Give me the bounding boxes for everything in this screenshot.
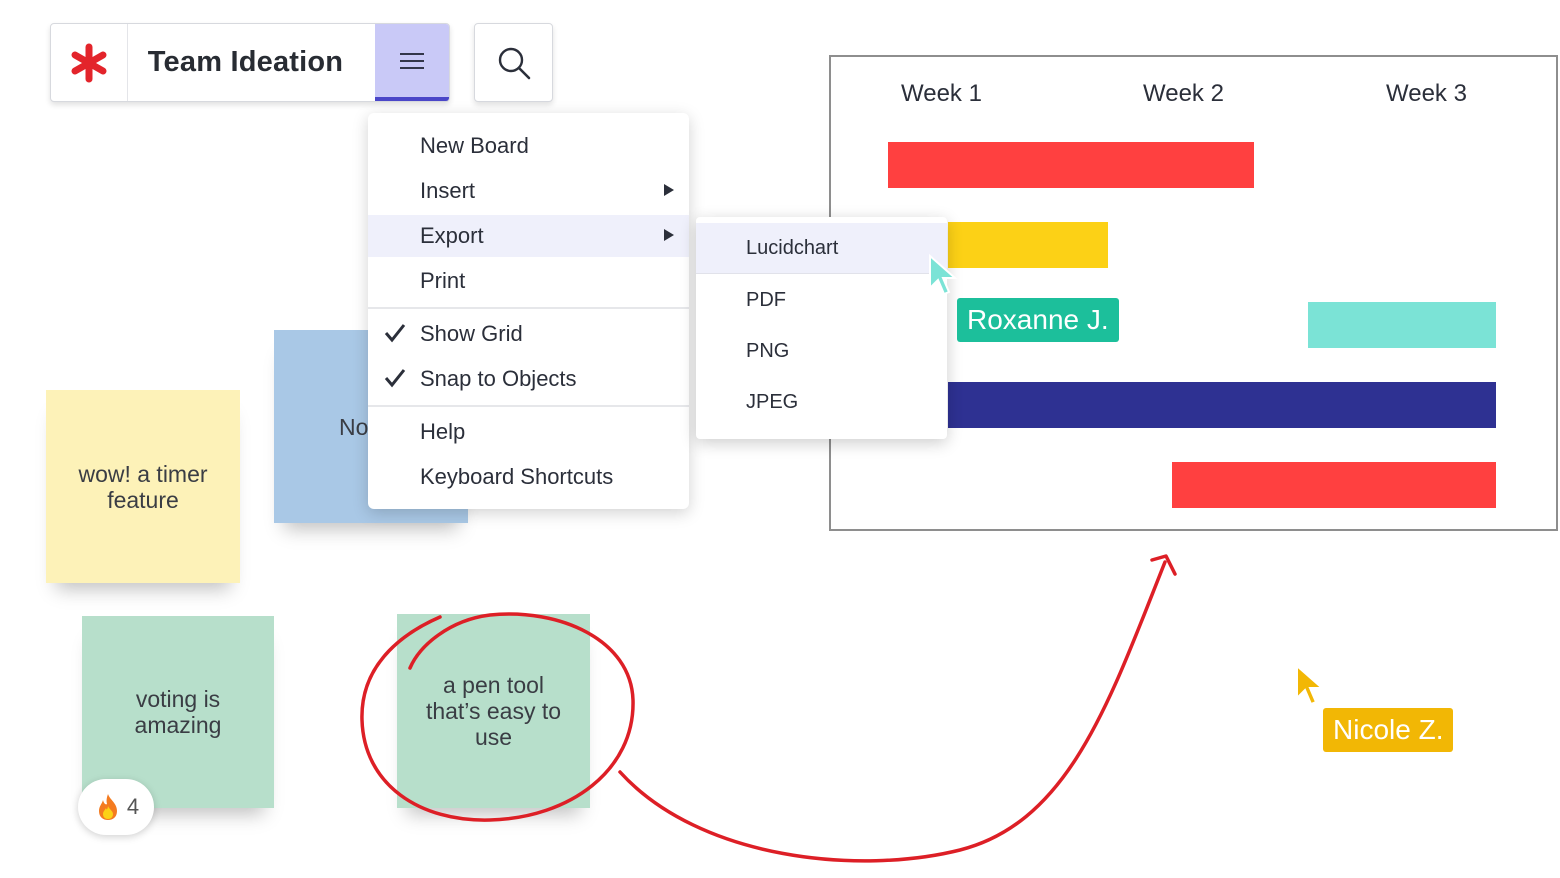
menu-item-label: Show Grid — [420, 321, 523, 346]
search-button[interactable] — [474, 23, 553, 102]
sticky-note-text: voting is amazing — [134, 686, 222, 738]
gantt-bar[interactable] — [1172, 462, 1496, 508]
submenu-arrow-icon — [664, 229, 674, 241]
gantt-bar[interactable] — [948, 222, 1108, 268]
submenu-item-jpeg[interactable]: JPEG — [696, 377, 947, 427]
reaction-badge[interactable]: 4 — [78, 779, 154, 835]
submenu-item-label: Lucidchart — [746, 236, 839, 259]
submenu-item-pdf[interactable]: PDF — [696, 275, 947, 325]
gantt-bar[interactable] — [1308, 302, 1496, 348]
app-logo[interactable] — [51, 24, 128, 101]
week-label: Week 1 — [901, 80, 982, 107]
menu-item-label: Print — [420, 268, 466, 293]
pen-circle — [360, 612, 635, 822]
week-label: Week 3 — [1386, 80, 1467, 107]
gantt-bar[interactable] — [888, 142, 1254, 188]
submenu-item-label: PDF — [746, 288, 786, 311]
checkmark-icon — [384, 324, 406, 343]
sticky-note[interactable]: wow! a timer feature — [46, 390, 240, 583]
search-icon — [498, 47, 530, 79]
menu-item-label: Insert — [420, 178, 476, 203]
sticky-note-text: No — [339, 413, 369, 440]
submenu-arrow-icon — [664, 184, 674, 196]
toolbar: Team Ideation — [50, 23, 450, 102]
cursor-icon — [1296, 663, 1325, 706]
menu-item-keyboard-shortcuts[interactable]: Keyboard Shortcuts — [368, 456, 689, 498]
pen-arrow — [618, 560, 1167, 863]
menu-item-label: Export — [420, 223, 484, 248]
gantt-bar[interactable] — [948, 382, 1496, 428]
fire-icon — [98, 794, 117, 820]
week-label: Week 2 — [1143, 80, 1224, 107]
sticky-note-text: wow! a timer feature — [78, 460, 208, 513]
submenu-item-png[interactable]: PNG — [696, 326, 947, 376]
reaction-count: 4 — [126, 794, 140, 819]
sticky-note[interactable]: a pen tool that’s easy to use — [397, 614, 590, 808]
sticky-note[interactable]: voting is amazing — [82, 616, 274, 808]
menu-button[interactable] — [375, 24, 449, 101]
cursor-icon — [929, 253, 958, 296]
menu-item-label: Keyboard Shortcuts — [420, 464, 614, 489]
collaborator-tag: Roxanne J. — [957, 298, 1119, 342]
pen-arrowhead — [1150, 554, 1177, 576]
menu-item-label: New Board — [420, 133, 529, 158]
menu-item-insert[interactable]: Insert — [368, 170, 689, 212]
menu-item-label: Snap to Objects — [420, 366, 577, 391]
menu-divider — [368, 307, 689, 309]
submenu-item-label: PNG — [746, 339, 790, 362]
menu-item-label: Help — [420, 419, 466, 444]
checkmark-icon — [384, 369, 406, 388]
menu-item-help[interactable]: Help — [368, 411, 689, 453]
menu-item-print[interactable]: Print — [368, 260, 689, 302]
lucid-asterisk-logo-icon — [71, 43, 107, 82]
sticky-note-text: a pen tool that’s easy to use — [425, 672, 562, 750]
menu-item-snap-to-objects[interactable]: Snap to Objects — [368, 358, 689, 400]
menu-item-show-grid[interactable]: Show Grid — [368, 313, 689, 355]
submenu-item-lucidchart[interactable]: Lucidchart — [696, 223, 947, 274]
menu-item-export[interactable]: Export — [368, 215, 689, 257]
menu-divider — [368, 405, 689, 407]
menu-item-new-board[interactable]: New Board — [368, 125, 689, 167]
submenu-item-label: JPEG — [746, 390, 799, 413]
gantt-chart[interactable] — [829, 55, 1558, 531]
collaborator-tag: Nicole Z. — [1323, 708, 1454, 752]
export-submenu: Lucidchart PDF PNG JPEG — [696, 217, 947, 439]
hamburger-menu-icon — [400, 52, 425, 69]
board-title[interactable]: Team Ideation — [147, 46, 344, 78]
main-menu: New Board Insert Export Print Show Grid … — [368, 113, 689, 509]
